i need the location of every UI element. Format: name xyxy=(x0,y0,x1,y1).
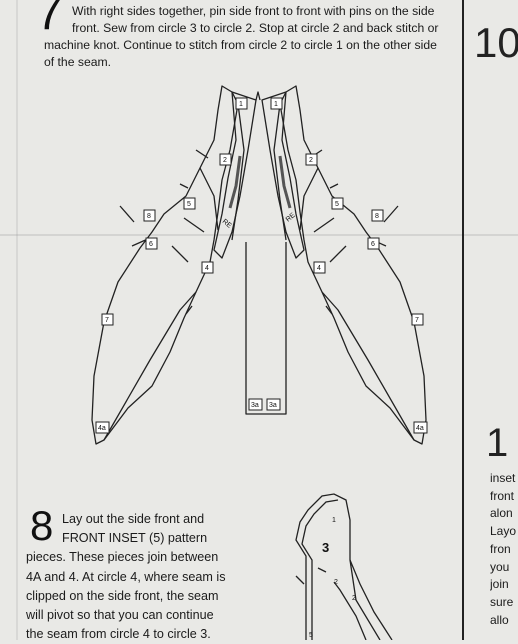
svg-text:1: 1 xyxy=(274,101,278,108)
marker-4-left: 4 xyxy=(201,261,214,274)
svg-text:2: 2 xyxy=(223,157,227,164)
inset-label-2b: 2 xyxy=(352,595,356,602)
inset-label-5: 5 xyxy=(309,632,313,639)
svg-text:2: 2 xyxy=(309,157,313,164)
marker-3a-right: 3a xyxy=(266,398,281,411)
right-line: alon xyxy=(490,506,513,521)
step-10-number-partial: 10 xyxy=(474,19,518,66)
step-8-line: Lay out the side front and xyxy=(62,512,205,526)
inset-diagram xyxy=(295,493,393,640)
left-sewn-seam xyxy=(228,155,242,209)
right-line: join xyxy=(490,577,509,592)
svg-text:3a: 3a xyxy=(269,402,277,409)
right-line: allo xyxy=(490,612,509,627)
paper-fold-vertical xyxy=(16,0,18,640)
seam-lettering-right: RE xyxy=(285,212,297,224)
right-line: sure xyxy=(490,594,514,609)
inset-label-3: 3 xyxy=(322,540,329,555)
center-placket-outline xyxy=(245,242,287,415)
marker-4a-left: 4a xyxy=(95,421,110,434)
marker-6-left: 6 xyxy=(145,237,158,250)
marker-6-right: 6 xyxy=(367,237,380,250)
step-8-line: 4A and 4. At circle 4, where seam is xyxy=(26,569,226,584)
step-8-number: 8 xyxy=(30,502,54,549)
right-side-front-outline xyxy=(279,85,427,445)
step-7-line: machine knot. Continue to stitch from ci… xyxy=(44,38,437,52)
svg-text:4: 4 xyxy=(317,265,321,272)
marker-3a-left: 3a xyxy=(248,398,263,411)
right-line: front xyxy=(490,488,515,503)
marker-8-right: 8 xyxy=(371,209,384,222)
step-8-line: the seam from circle 4 to circle 3. xyxy=(26,627,211,642)
step-7-line: With right sides together, pin side fron… xyxy=(72,4,435,18)
right-line: you xyxy=(490,559,510,574)
step-8-line: clipped on the side front, the seam xyxy=(26,588,219,603)
marker-2-left: 2 xyxy=(219,153,232,166)
svg-text:5: 5 xyxy=(335,201,339,208)
left-side-front-outline xyxy=(91,85,239,445)
right-sewn-seam xyxy=(278,155,292,209)
center-neck-line xyxy=(255,91,261,101)
paper-fold-horizontal xyxy=(0,234,518,236)
right-line: inset xyxy=(490,471,516,485)
marker-4a-right: 4a xyxy=(413,421,428,434)
svg-text:3a: 3a xyxy=(251,402,259,409)
inset-label-1: 1 xyxy=(332,517,336,524)
marker-7-left: 7 xyxy=(101,313,114,326)
left-front-panel-outline xyxy=(213,91,257,259)
marker-4-right: 4 xyxy=(313,261,326,274)
svg-text:6: 6 xyxy=(149,241,153,248)
svg-text:4a: 4a xyxy=(416,425,424,432)
step-8-line: FRONT INSET (5) pattern xyxy=(62,531,208,546)
marker-1-left: 1 xyxy=(235,97,248,110)
marker-5-left: 5 xyxy=(183,197,196,210)
marker-2-right: 2 xyxy=(305,153,318,166)
right-line: fron xyxy=(490,541,511,556)
svg-text:6: 6 xyxy=(371,241,375,248)
svg-text:8: 8 xyxy=(147,213,151,220)
svg-text:7: 7 xyxy=(105,317,109,324)
marker-7-right: 7 xyxy=(411,313,424,326)
right-front-panel-outline xyxy=(261,91,305,259)
svg-text:7: 7 xyxy=(415,317,419,324)
marker-1-right: 1 xyxy=(270,97,283,110)
step-7-instructions: With right sides together, pin side fron… xyxy=(44,3,458,71)
step-7-line: front. Sew from circle 3 to circle 2. St… xyxy=(72,21,439,35)
svg-text:4: 4 xyxy=(205,265,209,272)
svg-text:1: 1 xyxy=(239,101,243,108)
marker-5-right: 5 xyxy=(331,197,344,210)
marker-8-left: 8 xyxy=(143,209,156,222)
step-8-line: will pivot so that you can continue xyxy=(26,608,214,623)
step-8-line: pieces. These pieces join between xyxy=(26,550,219,565)
right-line: Layo xyxy=(490,524,517,539)
svg-text:8: 8 xyxy=(375,213,379,220)
step-7-number: 7 xyxy=(36,0,63,40)
svg-text:5: 5 xyxy=(187,201,191,208)
step-7-line: of the seam. xyxy=(44,55,112,69)
step-partial-number: 1 xyxy=(486,421,509,465)
right-column-text-partial: inset front alon Layo fron you join sure… xyxy=(490,470,518,629)
inset-label-2a: 2 xyxy=(334,579,338,586)
column-divider xyxy=(462,0,464,640)
step-8-instructions: Lay out the side front and FRONT INSET (… xyxy=(26,510,284,644)
seam-lettering-left: RE xyxy=(221,218,233,230)
svg-text:4a: 4a xyxy=(98,425,106,432)
